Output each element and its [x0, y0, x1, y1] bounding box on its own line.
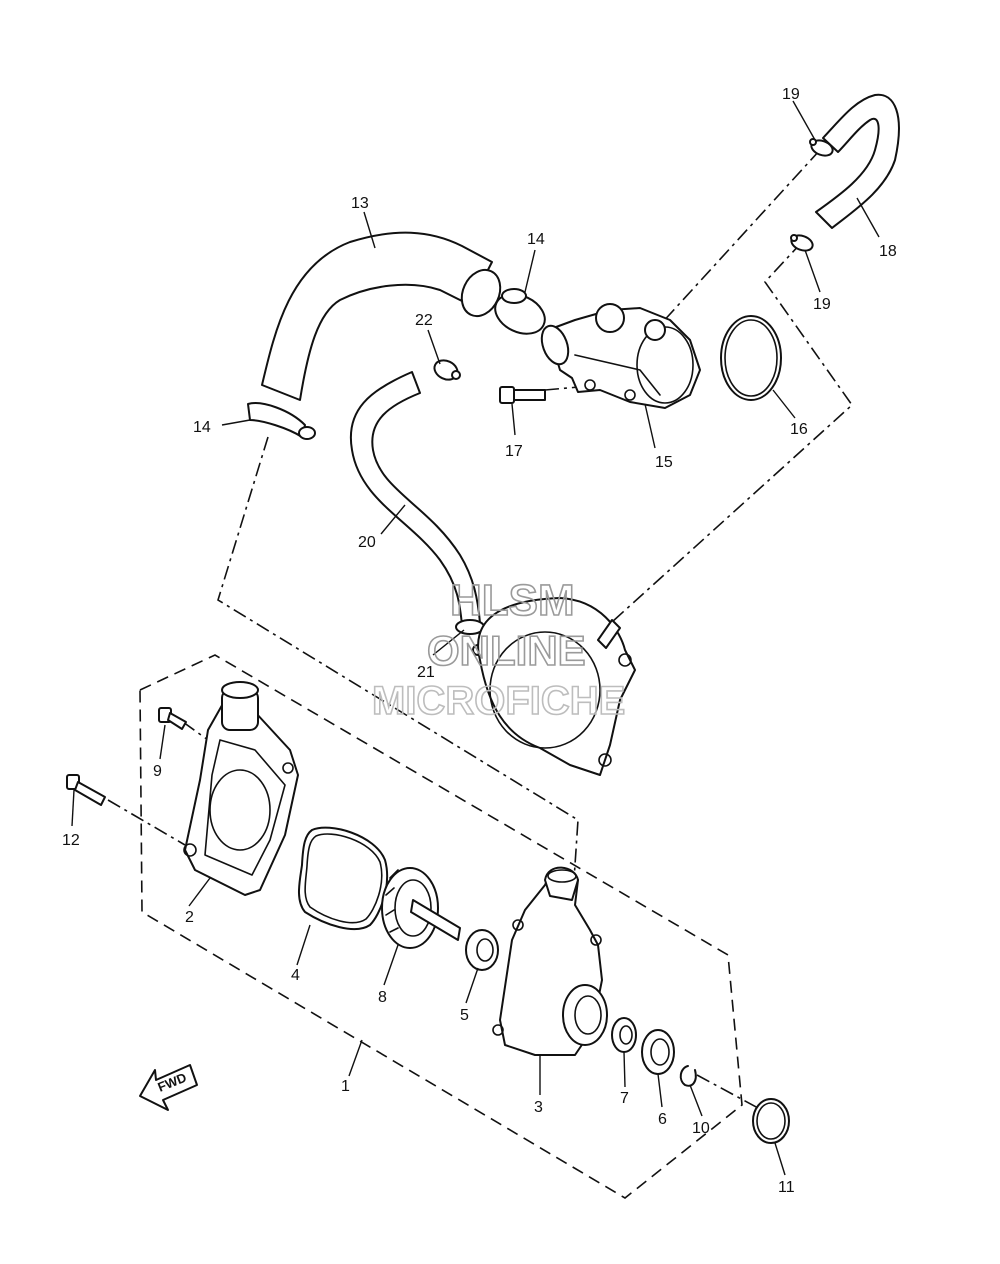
o-ring-11-inner: [756, 1102, 786, 1140]
watermark-line-2: ONLINE: [427, 627, 586, 674]
impeller-8[interactable]: [381, 867, 461, 949]
callout-6[interactable]: 6: [658, 1111, 667, 1128]
centerline-hose13-to-pump: [217, 436, 579, 881]
callout-7[interactable]: 7: [620, 1090, 629, 1107]
callout-16[interactable]: 16: [790, 421, 808, 438]
fwd-arrow-icon: FWD: [139, 1064, 198, 1111]
pump-cover-2[interactable]: [183, 681, 299, 896]
hose-18[interactable]: [815, 93, 900, 229]
callout-8[interactable]: 8: [378, 989, 387, 1006]
centerline-bolt12: [107, 799, 186, 846]
oil-seal-5[interactable]: [465, 929, 499, 971]
callout-14-lower[interactable]: 14: [193, 419, 211, 436]
gasket-4[interactable]: [298, 826, 389, 930]
o-ring-16-inner: [724, 319, 778, 397]
callout-4[interactable]: 4: [291, 967, 300, 984]
callout-10[interactable]: 10: [692, 1120, 710, 1137]
circlip-10[interactable]: [679, 1065, 697, 1087]
water-pump-assembly-boundary: [139, 654, 743, 1199]
centerline-hose18-to-thermostat: [659, 149, 821, 326]
callout-3[interactable]: 3: [534, 1099, 543, 1116]
callout-19-lower[interactable]: 19: [813, 296, 831, 313]
callout-15[interactable]: 15: [655, 454, 673, 471]
callout-12[interactable]: 12: [62, 832, 80, 849]
callout-5[interactable]: 5: [460, 1007, 469, 1024]
callout-21[interactable]: 21: [417, 664, 435, 681]
centerline-circlip-oring: [696, 1074, 759, 1109]
callout-19-upper[interactable]: 19: [782, 86, 800, 103]
hose-13[interactable]: [261, 231, 507, 401]
callout-20[interactable]: 20: [358, 534, 376, 551]
bearing-6[interactable]: [641, 1029, 675, 1075]
bolt-9[interactable]: [158, 707, 187, 730]
callout-14-upper[interactable]: 14: [527, 231, 545, 248]
watermark-line-3: MICROFICHE: [372, 679, 625, 723]
callout-9[interactable]: 9: [153, 763, 162, 780]
gasket-4-inner: [304, 833, 383, 924]
hose-clamp-22[interactable]: [431, 357, 461, 383]
pump-housing-3[interactable]: [492, 866, 608, 1056]
bolt-17[interactable]: [499, 386, 546, 404]
thermostat-housing-15[interactable]: [537, 303, 701, 409]
callout-labels: 13 14 14 22 17 15 16 19 18 19 20 21 9 12…: [62, 86, 897, 1196]
callout-11[interactable]: 11: [778, 1179, 795, 1196]
hose-clamp-19-upper[interactable]: [809, 138, 834, 159]
callout-1[interactable]: 1: [341, 1078, 350, 1095]
oil-seal-7[interactable]: [611, 1017, 637, 1053]
hose-clamp-14-lower[interactable]: [247, 402, 316, 440]
o-ring-16[interactable]: [720, 315, 782, 401]
engine-cover-housing: [477, 597, 636, 776]
watermark: HLSM ONLINE MICROFICHE: [371, 575, 626, 724]
o-ring-11[interactable]: [752, 1098, 790, 1144]
callout-2[interactable]: 2: [185, 909, 194, 926]
centerline-hose18-to-housing: [611, 241, 854, 623]
watermark-line-1: HLSM: [450, 576, 575, 625]
callout-17[interactable]: 17: [505, 443, 523, 460]
callout-22[interactable]: 22: [415, 312, 433, 329]
hose-clamp-14-upper[interactable]: [489, 287, 551, 342]
callout-13[interactable]: 13: [351, 195, 369, 212]
bolt-12[interactable]: [66, 774, 106, 806]
callout-18[interactable]: 18: [879, 243, 897, 260]
leader-lines: [71, 100, 880, 1176]
hose-clamp-19-lower[interactable]: [789, 233, 814, 254]
